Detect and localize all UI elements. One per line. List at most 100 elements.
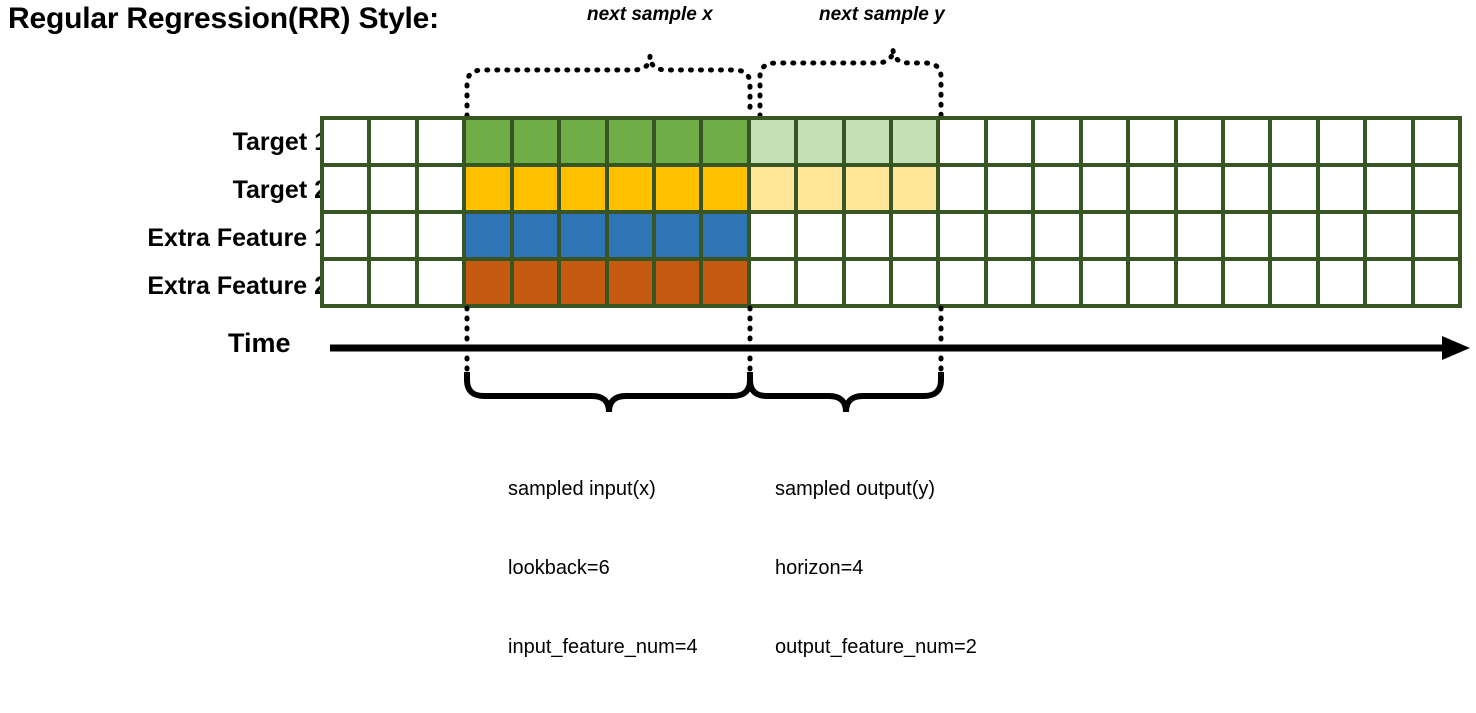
axis-label-time: Time xyxy=(228,328,291,358)
grid-cell xyxy=(1414,214,1458,257)
row-label-target-1: Target 1 xyxy=(232,128,328,156)
grid-cell xyxy=(798,214,842,257)
label-next-sample-x: next sample x xyxy=(587,4,713,25)
grid-cell xyxy=(798,167,842,210)
grid-cell xyxy=(608,167,652,210)
grid-cell xyxy=(1319,214,1364,257)
grid-cell xyxy=(750,261,795,304)
grid-cell xyxy=(1272,167,1316,210)
grid-cell xyxy=(655,120,700,163)
diagram-canvas: Regular Regression(RR) Style: next sampl… xyxy=(8,2,1470,658)
grid-cell xyxy=(1082,167,1127,210)
grid-cell xyxy=(1367,167,1411,210)
grid-cell xyxy=(561,167,605,210)
grid-cell xyxy=(513,261,558,304)
grid-cell xyxy=(1035,261,1079,304)
grid-cell xyxy=(324,120,368,163)
grid-cell xyxy=(324,214,368,257)
grid-cell xyxy=(703,167,747,210)
row-label-extra-feature-1: Extra Feature 1 xyxy=(147,224,328,252)
grid-cell xyxy=(1367,120,1411,163)
grid-cell xyxy=(371,120,415,163)
annotation-output-line-2: horizon=4 xyxy=(775,556,864,579)
grid-cell xyxy=(798,120,842,163)
grid-cell xyxy=(1224,214,1269,257)
grid-cell xyxy=(1224,167,1269,210)
grid-cell xyxy=(987,261,1032,304)
grid-cell xyxy=(418,214,463,257)
grid-cell xyxy=(987,214,1032,257)
annotation-sampled-output: sampled output(y) horizon=4 output_featu… xyxy=(775,423,977,713)
grid-cell xyxy=(1177,120,1221,163)
grid-cell xyxy=(987,167,1032,210)
grid-cell xyxy=(1130,167,1174,210)
grid-cell xyxy=(371,167,415,210)
grid-cell xyxy=(1414,120,1458,163)
annotation-input-line-2: lookback=6 xyxy=(508,556,610,579)
brace-sampled-output xyxy=(747,372,944,413)
grid-cell xyxy=(940,120,984,163)
grid-cell xyxy=(1177,261,1221,304)
grid-cell xyxy=(1224,261,1269,304)
grid-cell xyxy=(466,261,510,304)
grid-cell xyxy=(940,261,984,304)
page-title: Regular Regression(RR) Style: xyxy=(8,2,439,35)
brace-sampled-input xyxy=(464,372,753,413)
label-next-sample-y: next sample y xyxy=(819,4,945,25)
grid-cell xyxy=(418,167,463,210)
grid-cell xyxy=(1082,214,1127,257)
grid-cell xyxy=(513,120,558,163)
grid-cell xyxy=(845,120,889,163)
grid-cell xyxy=(703,261,747,304)
grid-cell xyxy=(1414,167,1458,210)
grid-cell xyxy=(513,167,558,210)
grid-cell xyxy=(1177,214,1221,257)
grid-cell xyxy=(703,214,747,257)
grid-cell xyxy=(940,214,984,257)
grid-cell xyxy=(845,261,889,304)
grid-cell xyxy=(750,167,795,210)
grid-cell xyxy=(371,261,415,304)
grid-cell xyxy=(513,214,558,257)
brace-next-sample-x xyxy=(464,55,753,119)
grid-cell xyxy=(324,261,368,304)
grid-cell xyxy=(1130,120,1174,163)
grid-cell xyxy=(608,261,652,304)
grid-cell xyxy=(750,120,795,163)
grid-cell xyxy=(893,120,937,163)
grid-cell xyxy=(845,167,889,210)
grid-cell xyxy=(893,261,937,304)
grid-cell xyxy=(418,120,463,163)
grid-cell xyxy=(466,214,510,257)
grid-cell xyxy=(1130,214,1174,257)
grid-cell xyxy=(655,214,700,257)
grid-cell xyxy=(893,214,937,257)
grid-cell xyxy=(608,120,652,163)
grid-cell xyxy=(324,167,368,210)
grid-cell xyxy=(1319,261,1364,304)
grid-cell xyxy=(655,261,700,304)
grid-cell xyxy=(845,214,889,257)
time-axis-arrow xyxy=(330,336,1470,360)
grid-cell xyxy=(371,214,415,257)
grid-cell xyxy=(1224,120,1269,163)
grid-cell xyxy=(703,120,747,163)
annotation-input-line-1: sampled input(x) xyxy=(508,477,656,500)
grid-cell xyxy=(1035,167,1079,210)
grid-cell xyxy=(1177,167,1221,210)
grid-cell xyxy=(798,261,842,304)
grid-cell xyxy=(1319,167,1364,210)
grid-cell xyxy=(561,261,605,304)
grid-cell xyxy=(561,214,605,257)
grid-cell xyxy=(1414,261,1458,304)
grid-cell xyxy=(561,120,605,163)
grid-cell xyxy=(1082,261,1127,304)
grid-cell xyxy=(418,261,463,304)
grid-cell xyxy=(1272,214,1316,257)
grid-cell xyxy=(1272,120,1316,163)
grid-cell xyxy=(1367,214,1411,257)
grid-cell xyxy=(466,120,510,163)
grid-cell xyxy=(1130,261,1174,304)
grid-cell xyxy=(940,167,984,210)
grid-cell xyxy=(750,214,795,257)
